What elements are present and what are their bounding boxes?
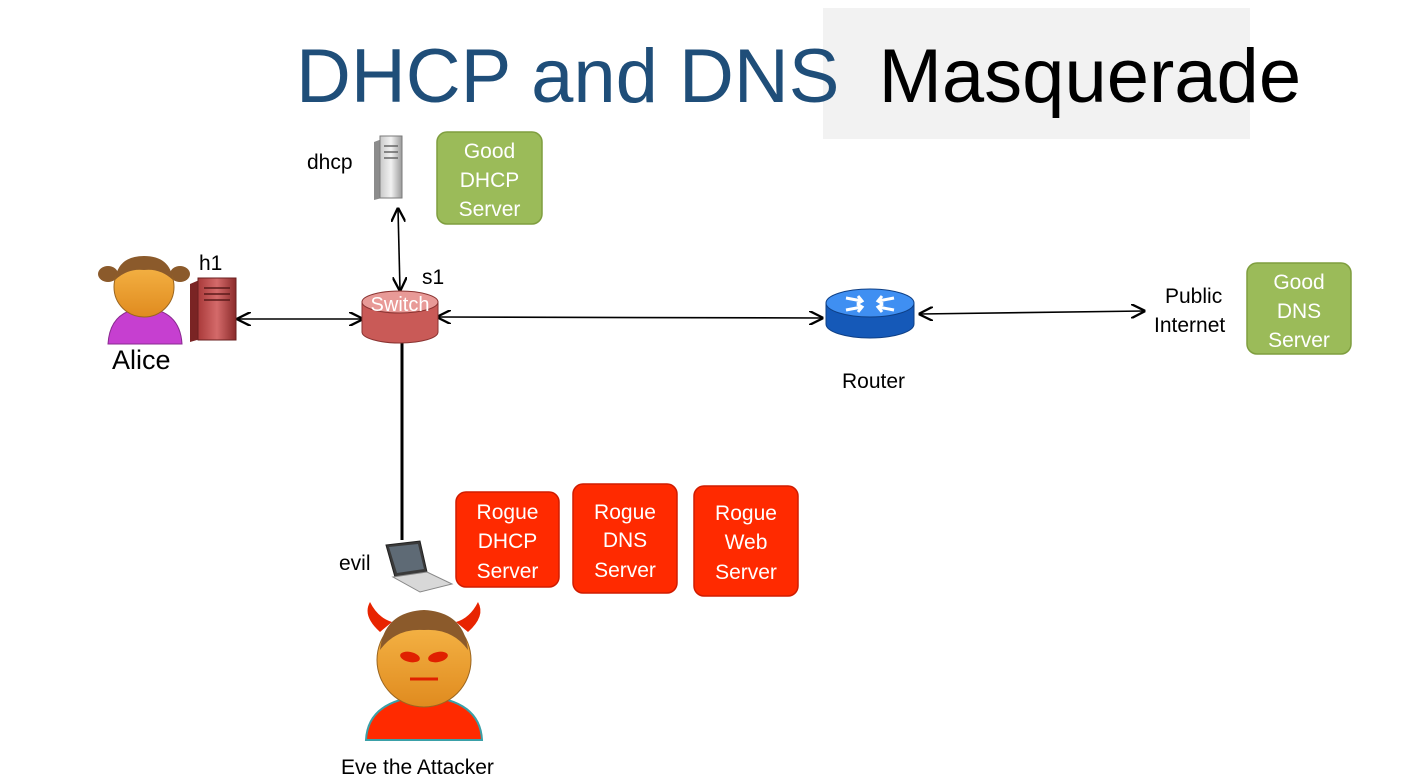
router-label: Router [842, 370, 905, 393]
good-dns-line-1: Good [1273, 271, 1324, 294]
link-switch-router [438, 317, 822, 318]
h1-server-icon[interactable] [190, 277, 237, 342]
rogue-dhcp-line-2: DHCP [478, 530, 538, 553]
rogue-dhcp-line-3: Server [477, 560, 539, 583]
internet-label-line-2: Internet [1154, 314, 1225, 337]
title-part-2: Masquerade [879, 34, 1302, 119]
alice-label: Alice [112, 345, 171, 375]
h1-label: h1 [199, 252, 222, 275]
internet-label-line-1: Public [1165, 285, 1222, 308]
page-title: DHCP and DNS Masquerade [296, 34, 1301, 119]
alice-avatar [98, 256, 190, 345]
link-dhcp-switch [398, 209, 400, 290]
good-dhcp-server-box[interactable]: Good DHCP Server [436, 131, 543, 225]
good-dns-server-box[interactable]: Good DNS Server [1246, 262, 1352, 355]
rogue-dhcp-server-box[interactable]: Rogue DHCP Server [455, 491, 560, 588]
good-dns-line-3: Server [1268, 329, 1330, 352]
rogue-dns-line-1: Rogue [594, 501, 656, 524]
good-dns-line-2: DNS [1277, 300, 1321, 323]
evil-label: evil [339, 552, 371, 575]
link-router-internet [920, 311, 1144, 314]
dhcp-label: dhcp [307, 151, 353, 174]
rogue-web-line-2: Web [725, 531, 768, 554]
laptop-icon[interactable] [385, 540, 454, 593]
dhcp-server-icon[interactable] [374, 135, 403, 200]
title-part-1: DHCP and DNS [296, 34, 839, 119]
switch-text: Switch [371, 294, 430, 316]
router-icon[interactable] [825, 288, 915, 339]
good-dhcp-line-3: Server [459, 198, 521, 221]
s1-label: s1 [422, 266, 444, 289]
good-dhcp-line-2: DHCP [460, 169, 520, 192]
eve-label: Eve the Attacker [341, 756, 494, 779]
eve-avatar [364, 602, 484, 741]
rogue-web-line-1: Rogue [715, 502, 777, 525]
good-dhcp-line-1: Good [464, 140, 515, 163]
rogue-dhcp-line-1: Rogue [477, 501, 539, 524]
rogue-dns-line-3: Server [594, 559, 656, 582]
rogue-web-line-3: Server [715, 561, 777, 584]
switch-icon[interactable]: Switch [361, 290, 439, 344]
rogue-dns-server-box[interactable]: Rogue DNS Server [572, 483, 678, 594]
title-highlight [823, 8, 1250, 139]
rogue-web-server-box[interactable]: Rogue Web Server [693, 485, 799, 597]
rogue-dns-line-2: DNS [603, 529, 647, 552]
